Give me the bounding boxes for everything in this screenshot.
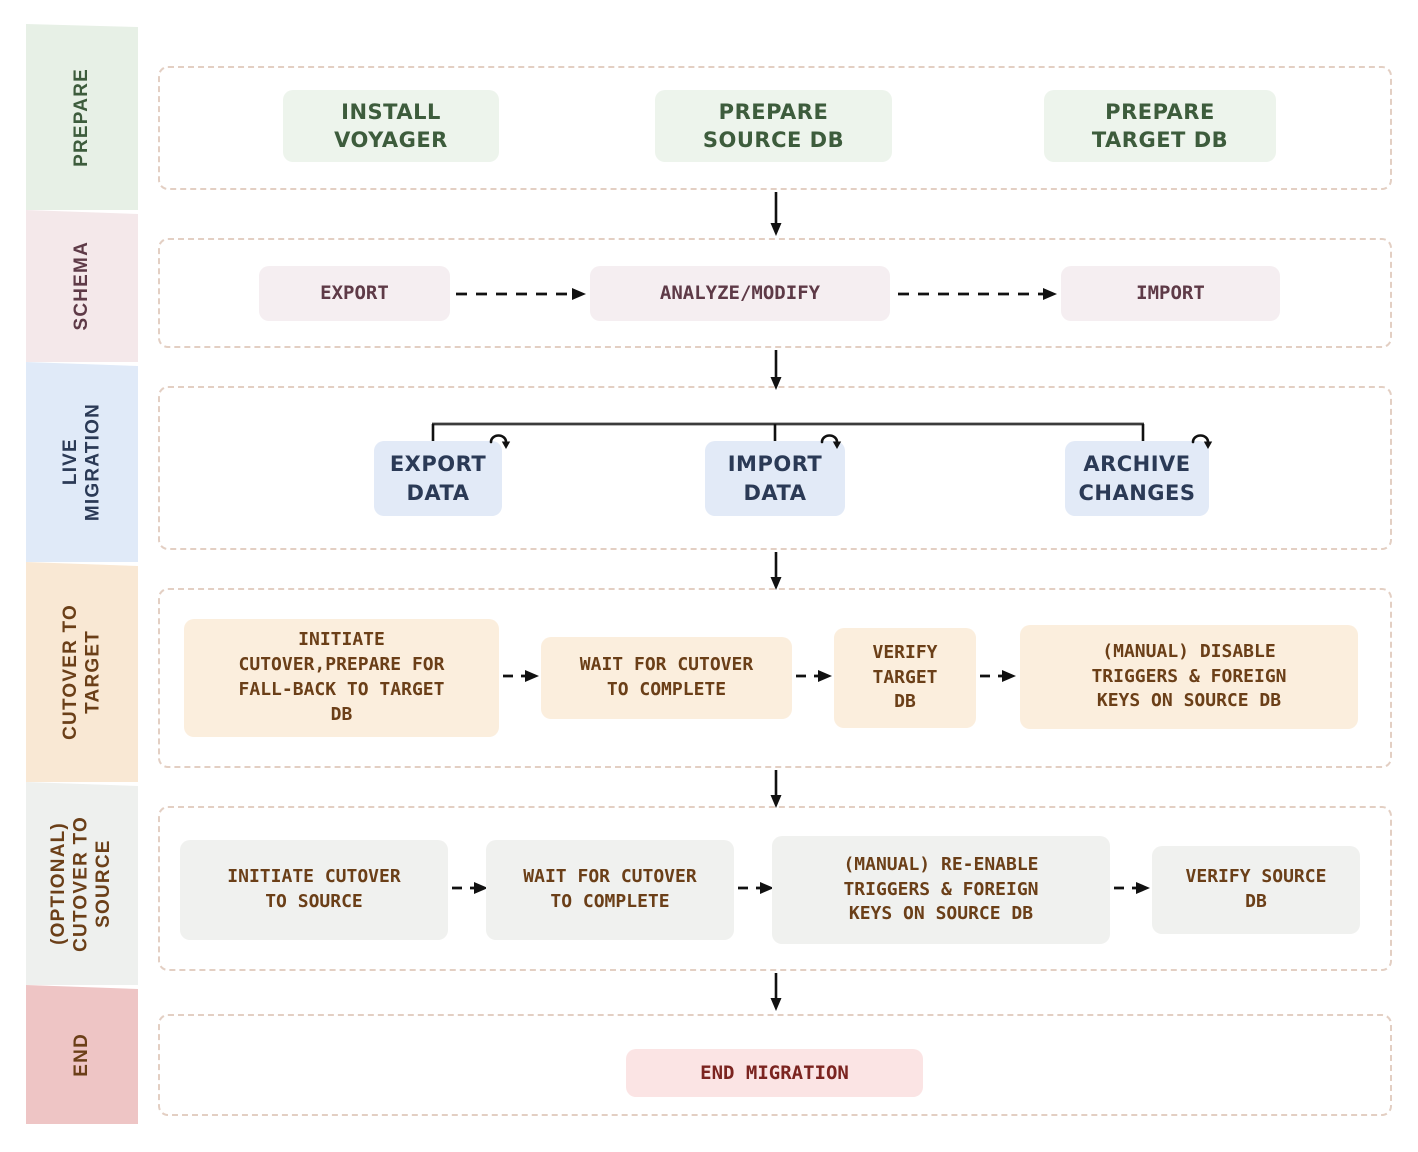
node-export-data[interactable]: EXPORT DATA — [374, 441, 502, 516]
phase-rail: PREPARE SCHEMA LIVE MIGRATION CUTOVER TO… — [26, 24, 138, 1124]
node-verify-target-db[interactable]: VERIFY TARGET DB — [834, 628, 976, 728]
loop-icon — [489, 434, 511, 449]
node-schema-import[interactable]: IMPORT — [1061, 266, 1280, 321]
rail-label-prepare: PREPARE — [70, 67, 92, 167]
section-schema — [158, 238, 1392, 348]
node-schema-export[interactable]: EXPORT — [259, 266, 450, 321]
node-schema-analyze-modify[interactable]: ANALYZE/MODIFY — [590, 266, 890, 321]
node-prepare-source-db[interactable]: PREPARE SOURCE DB — [655, 90, 892, 162]
arrow-optional-cutover-to-end — [770, 973, 782, 1011]
arrow-prepare-to-schema — [770, 192, 782, 236]
node-manual-disable-triggers-foreign-keys[interactable]: (MANUAL) DISABLE TRIGGERS & FOREIGN KEYS… — [1020, 625, 1358, 729]
node-wait-for-cutover-to-complete-source[interactable]: WAIT FOR CUTOVER TO COMPLETE — [486, 840, 734, 940]
node-manual-re-enable-triggers-foreign-keys[interactable]: (MANUAL) RE-ENABLE TRIGGERS & FOREIGN KE… — [772, 836, 1110, 944]
loop-icon — [820, 434, 842, 449]
section-end — [158, 1014, 1392, 1116]
rail-segment-schema: SCHEMA — [26, 210, 138, 362]
rail-segment-optional-cutover-source: (OPTIONAL) CUTOVER TO SOURCE — [26, 782, 138, 985]
node-prepare-target-db[interactable]: PREPARE TARGET DB — [1044, 90, 1276, 162]
rail-label-schema: SCHEMA — [70, 241, 92, 331]
node-archive-changes[interactable]: ARCHIVE CHANGES — [1065, 441, 1209, 516]
loop-icon — [1191, 434, 1213, 449]
rail-segment-prepare: PREPARE — [26, 24, 138, 210]
rail-label-cutover-target: CUTOVER TO TARGET — [59, 604, 103, 740]
rail-label-optional-cutover-source: (OPTIONAL) CUTOVER TO SOURCE — [48, 815, 115, 952]
rail-segment-cutover-target: CUTOVER TO TARGET — [26, 562, 138, 782]
node-end-migration[interactable]: END MIGRATION — [626, 1049, 923, 1097]
node-install-voyager[interactable]: INSTALL VOYAGER — [283, 90, 499, 162]
node-wait-for-cutover-to-complete-target[interactable]: WAIT FOR CUTOVER TO COMPLETE — [541, 637, 792, 719]
section-cutover-to-target — [158, 588, 1392, 768]
node-import-data[interactable]: IMPORT DATA — [705, 441, 845, 516]
rail-segment-end: END — [26, 985, 138, 1124]
node-initiate-cutover-prepare-fallback[interactable]: INITIATE CUTOVER,PREPARE FOR FALL-BACK T… — [184, 619, 499, 737]
section-optional-cutover-to-source — [158, 806, 1392, 971]
node-verify-source-db[interactable]: VERIFY SOURCE DB — [1152, 846, 1360, 934]
rail-label-end: END — [70, 1032, 92, 1077]
section-live-migration — [158, 386, 1392, 550]
node-initiate-cutover-to-source[interactable]: INITIATE CUTOVER TO SOURCE — [180, 840, 448, 940]
rail-segment-live-migration: LIVE MIGRATION — [26, 362, 138, 562]
section-prepare — [158, 66, 1392, 190]
rail-label-live-migration: LIVE MIGRATION — [59, 402, 103, 522]
